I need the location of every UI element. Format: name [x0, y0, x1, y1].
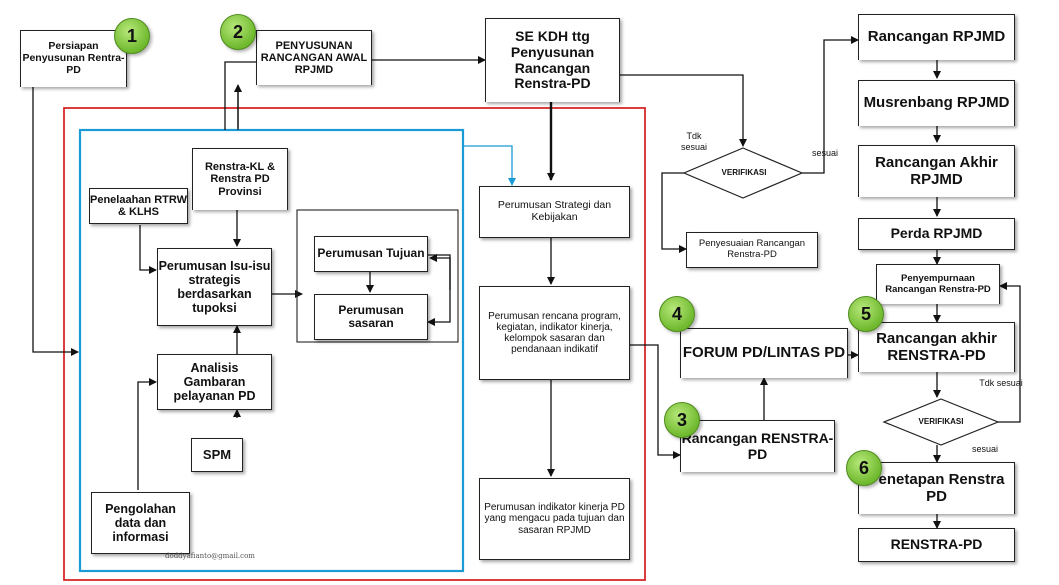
rancangan-akhir-renstra-box: Rancangan akhir RENSTRA-PD [858, 322, 1015, 372]
perda-box: Perda RPJMD [858, 218, 1015, 250]
strategi-box: Perumusan Strategi dan Kebijakan [479, 186, 630, 238]
sesuai-top-label: sesuai [811, 148, 838, 158]
step-badge-6: 6 [846, 450, 882, 486]
tdk-sesuai-top-label: Tdk sesuai [680, 131, 707, 152]
penyempurnaan-box: Penyempurnaan Rancangan Renstra-PD [876, 264, 1000, 304]
verifikasi-top-label: VERIFIKASI [721, 168, 767, 177]
perumusan-isu-box: Perumusan Isu-isu strategis berdasarkan … [157, 248, 272, 326]
pengolahan-box: Pengolahan data dan informasi [91, 492, 190, 554]
musrenbang-box: Musrenbang RPJMD [858, 80, 1015, 126]
perumusan-sasaran-box: Perumusan sasaran [314, 294, 428, 340]
spm-box: SPM [191, 438, 243, 472]
rancangan-rpjmd-box: Rancangan RPJMD [858, 14, 1015, 60]
step-badge-1: 1 [114, 18, 150, 54]
penyusunan-box: PENYUSUNAN RANCANGAN AWAL RPJMD [256, 30, 372, 85]
blue-frame [78, 128, 465, 573]
step-badge-4: 4 [659, 296, 695, 332]
penyesuaian-box: Penyesuaian Rancangan Renstra-PD [686, 232, 818, 268]
se-kdh-box: SE KDH ttg Penyusunan Rancangan Renstra-… [485, 18, 620, 102]
indikator-box: Perumusan indikator kinerja PD yang meng… [479, 478, 630, 560]
rancangan-renstra-box: Rancangan RENSTRA-PD [680, 420, 835, 472]
sesuai-bottom-label: sesuai [971, 444, 998, 454]
penelaahan-box: Penelaahan RTRW & KLHS [89, 188, 188, 224]
renstra-pd-box: RENSTRA-PD [858, 528, 1015, 562]
verifikasi-bottom-diamond [882, 398, 1000, 446]
persiapan-box: Persiapan Penyusunan Rentra-PD [20, 30, 127, 87]
rancangan-akhir-rpjmd-box: Rancangan Akhir RPJMD [858, 145, 1015, 197]
tujuan-sasaran-group [296, 209, 459, 343]
penetapan-box: Penetapan Renstra PD [858, 462, 1015, 514]
red-frame [63, 107, 646, 581]
credit-text: doddyafianto@gmail.com [165, 552, 255, 560]
tdk-sesuai-bottom-label: Tdk sesuai [979, 378, 1023, 388]
forum-box: FORUM PD/LINTAS PD [680, 328, 848, 378]
verifikasi-top-diamond [682, 147, 804, 199]
rencana-box: Perumusan rencana program, kegiatan, ind… [479, 286, 630, 380]
step-badge-2: 2 [220, 14, 256, 50]
renstra-kl-box: Renstra-KL & Renstra PD Provinsi [192, 148, 288, 210]
verifikasi-bottom-label: VERIFIKASI [918, 417, 964, 426]
perumusan-tujuan-box: Perumusan Tujuan [314, 236, 428, 272]
step-badge-5: 5 [848, 296, 884, 332]
step-badge-3: 3 [664, 402, 700, 438]
analisis-box: Analisis Gambaran pelayanan PD [157, 354, 272, 410]
